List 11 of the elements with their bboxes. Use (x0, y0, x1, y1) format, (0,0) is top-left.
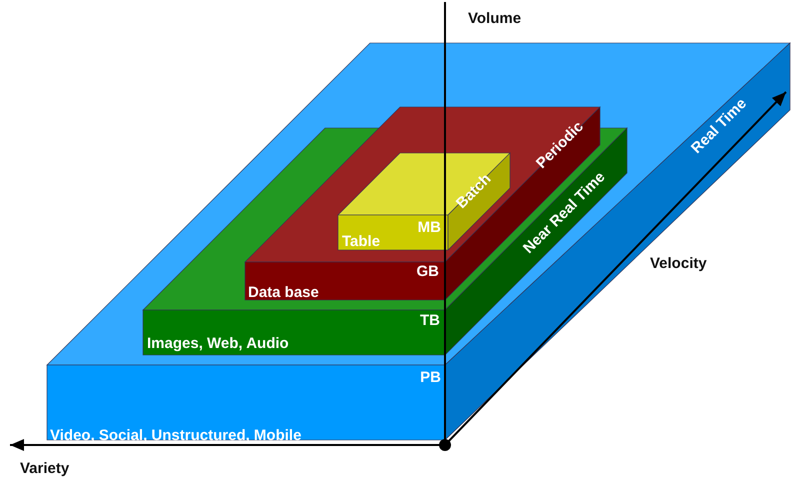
description-label: Data base (248, 284, 319, 301)
volume-label: TB (420, 312, 440, 329)
description-label: Images, Web, Audio (147, 335, 289, 352)
axis-label: Variety (20, 460, 70, 477)
axis-label: Velocity (650, 255, 707, 272)
volume-label: PB (420, 369, 441, 386)
description-label: Video, Social, Unstructured, Mobile (50, 427, 302, 444)
volume-label: GB (416, 263, 439, 280)
volume-label: MB (418, 219, 441, 236)
description-label: Table (342, 233, 380, 250)
axis-label: Volume (468, 10, 522, 27)
